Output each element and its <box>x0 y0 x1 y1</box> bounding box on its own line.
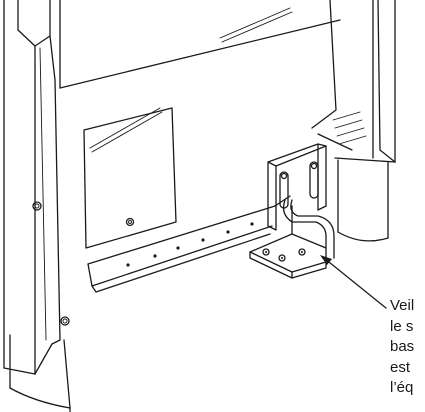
callout-line-3: bas <box>390 338 415 355</box>
right-rear-foot <box>337 159 389 242</box>
callout-line-4: est <box>390 358 411 376</box>
callout-line-1: Veil <box>390 297 415 314</box>
left-foot <box>9 334 71 412</box>
rear-panel <box>59 0 341 249</box>
anti-tip-bracket <box>267 143 327 231</box>
anti-tip-floor-bracket <box>249 199 335 279</box>
rear-recess-plate <box>83 107 177 249</box>
left-panel-screw-upper <box>32 201 42 211</box>
callout-line-5: l’éq <box>390 379 414 396</box>
left-panel-screw-lower <box>60 316 70 326</box>
callout-leader <box>320 255 387 309</box>
bottom-rail <box>87 195 291 293</box>
right-cabinet-edge <box>317 0 396 163</box>
callout-line-2: le s <box>390 317 414 335</box>
callout-text: Veil le s bas est l’éq <box>390 296 425 399</box>
left-side-panel <box>3 0 70 375</box>
